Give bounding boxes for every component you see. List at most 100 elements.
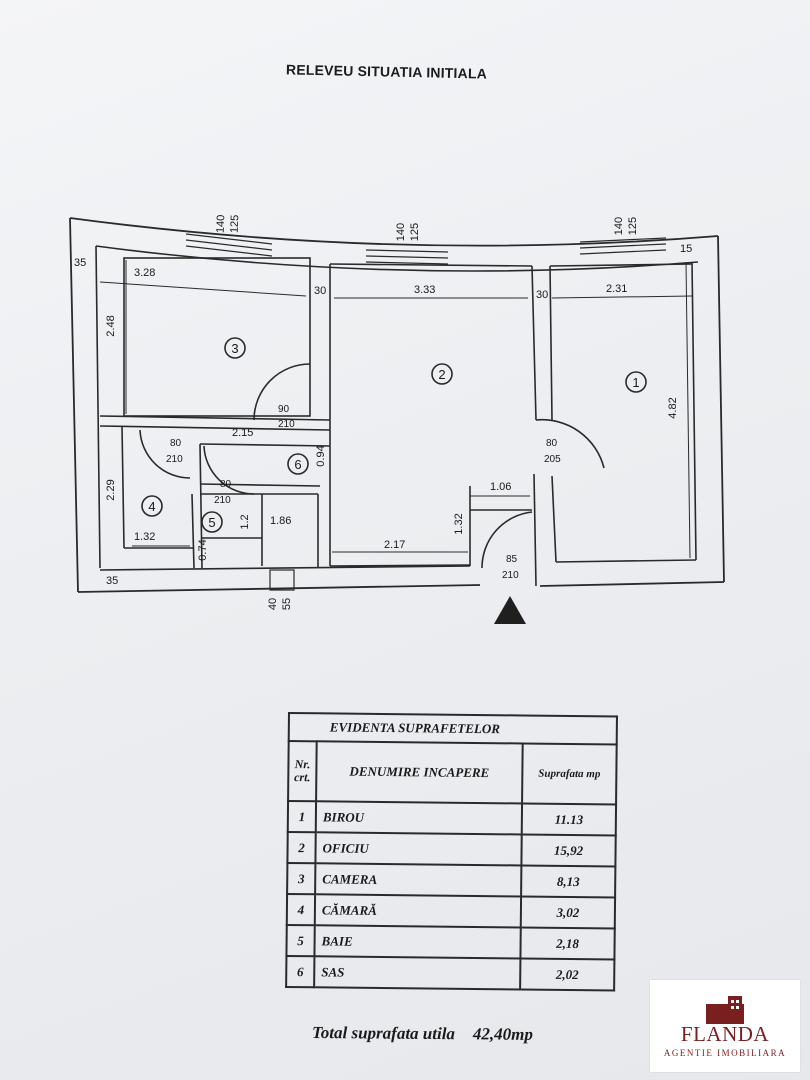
dim-3-33: 3.33 <box>414 284 435 296</box>
room-number-4: 4 <box>148 499 155 514</box>
hall-wall-top <box>99 415 331 421</box>
room-2-wall-right <box>531 265 537 421</box>
wall-label-mid2: 30 <box>536 289 548 301</box>
wall-label-mid1: 30 <box>314 285 326 297</box>
sas-wall-top <box>199 443 331 447</box>
entry-wall-right <box>533 473 537 587</box>
table-row: 5 BAIE 2,18 <box>286 924 615 960</box>
row-nr: 4 <box>286 894 316 926</box>
row-area: 8,13 <box>521 865 616 898</box>
dim-line-3-28 <box>99 281 307 297</box>
flanda-logo: FLANDA AGENTIE IMOBILIARA <box>650 980 800 1072</box>
dim-2-17: 2.17 <box>384 539 405 551</box>
outer-wall-top <box>69 217 719 247</box>
room-2-circle <box>431 363 453 385</box>
room-3-outline <box>123 257 311 417</box>
dim-4-82: 4.82 <box>667 397 679 418</box>
room-5-circle <box>201 511 223 533</box>
outer-wall-right <box>717 235 725 583</box>
row-area: 2,02 <box>520 958 615 991</box>
room-4-circle <box>141 495 163 517</box>
door-5-height: 210 <box>502 570 519 581</box>
dim-1-86: 1.86 <box>270 515 291 527</box>
hall-wall-top-2 <box>99 425 331 431</box>
wall-label-left-bottom: 35 <box>106 575 118 587</box>
dim-2-29: 2.29 <box>105 479 117 500</box>
row-nr: 5 <box>286 924 315 957</box>
room-number-2: 2 <box>438 367 445 382</box>
window-1-height: 125 <box>229 215 242 234</box>
north-arrow-icon <box>494 596 526 624</box>
door-swing-80-a <box>139 429 191 479</box>
sas-wall-bottom <box>199 483 321 487</box>
room-number-1: 1 <box>632 375 639 390</box>
row-nr: 2 <box>287 832 316 864</box>
dim-0-74: 0.74 <box>197 539 209 560</box>
room-number-5: 5 <box>208 515 215 530</box>
dim-0-94: 0.94 <box>315 445 327 466</box>
room-number-6: 6 <box>294 457 301 472</box>
table-row: 6 SAS 2,02 <box>286 955 615 991</box>
table-row: 1 BIROU 11.13 <box>287 801 617 836</box>
total-area-label: Total suprafata utila <box>311 1022 456 1044</box>
col-area-header: Suprafata mp <box>522 743 617 805</box>
row-area: 11.13 <box>521 803 617 836</box>
door-3-height: 210 <box>214 495 231 506</box>
window-3-width: 140 <box>613 217 625 235</box>
door-swing-90 <box>253 363 311 421</box>
dim-2-48: 2.48 <box>105 315 117 336</box>
outer-wall-right-inner <box>691 261 697 561</box>
bottom-window-width: 40 <box>267 598 279 610</box>
logo-tagline: AGENTIE IMOBILIARA <box>663 1048 787 1058</box>
row-name: SAS <box>314 956 521 990</box>
window-3 <box>579 237 667 255</box>
window-1 <box>185 233 273 257</box>
door-swing-80-b <box>203 445 255 495</box>
dim-1-06: 1.06 <box>490 481 511 493</box>
bath-wall-left <box>199 443 203 569</box>
room-4-wall-left <box>121 425 125 549</box>
window-2-width: 140 <box>395 223 407 241</box>
row-area: 2,18 <box>520 927 615 960</box>
dim-2-31: 2.31 <box>606 283 627 295</box>
window-2 <box>365 249 449 265</box>
row-nr: 6 <box>286 955 315 988</box>
area-table: EVIDENTA SUPRAFETELOR Nr. crt. DENUMIRE … <box>285 712 618 991</box>
table-row: 4 CĂMARĂ 3,02 <box>286 894 616 929</box>
area-table-caption: EVIDENTA SUPRAFETELOR <box>288 713 617 745</box>
room-1-circle <box>625 371 647 393</box>
dim-1-2: 1.2 <box>239 514 251 529</box>
room-number-3: 3 <box>231 341 238 356</box>
row-name: CAMERA <box>315 863 522 897</box>
window-bottom <box>269 569 295 591</box>
dim-3-28: 3.28 <box>134 267 155 279</box>
row-area: 3,02 <box>520 896 616 929</box>
building-logo-icon <box>706 996 744 1024</box>
outer-wall-bottom <box>77 584 481 593</box>
door-swing-85 <box>481 511 533 569</box>
row-name: BAIE <box>314 925 521 959</box>
room-6-circle <box>287 453 309 475</box>
door-2-width: 80 <box>170 438 182 449</box>
row-name: OFICIU <box>315 832 522 866</box>
outer-wall-bottom-2 <box>539 581 725 587</box>
outer-wall-left <box>69 217 79 593</box>
room-1-wall-left-low <box>551 475 557 563</box>
outer-wall-bottom-inner <box>99 565 471 571</box>
room-1-wall-left <box>549 265 553 421</box>
door-5-width: 85 <box>506 554 518 565</box>
dim-2-15: 2.15 <box>232 427 253 439</box>
logo-name: FLANDA <box>680 1022 770 1046</box>
total-area-value: 42,40mp <box>472 1024 534 1044</box>
room-2-wall-bottom <box>329 564 471 567</box>
wall-label-left-top: 35 <box>74 257 86 269</box>
row-name: CĂMARĂ <box>314 894 522 928</box>
bottom-window-height: 55 <box>281 598 293 610</box>
window-3-height: 125 <box>627 217 639 235</box>
row-name: BIROU <box>315 801 523 835</box>
wall-label-right-top: 15 <box>680 243 692 255</box>
outer-wall-top-inner <box>95 245 699 272</box>
dim-line-4-82 <box>685 261 691 559</box>
col-nr-header: Nr. crt. <box>288 741 317 802</box>
area-table-container: EVIDENTA SUPRAFETELOR Nr. crt. DENUMIRE … <box>285 712 618 991</box>
